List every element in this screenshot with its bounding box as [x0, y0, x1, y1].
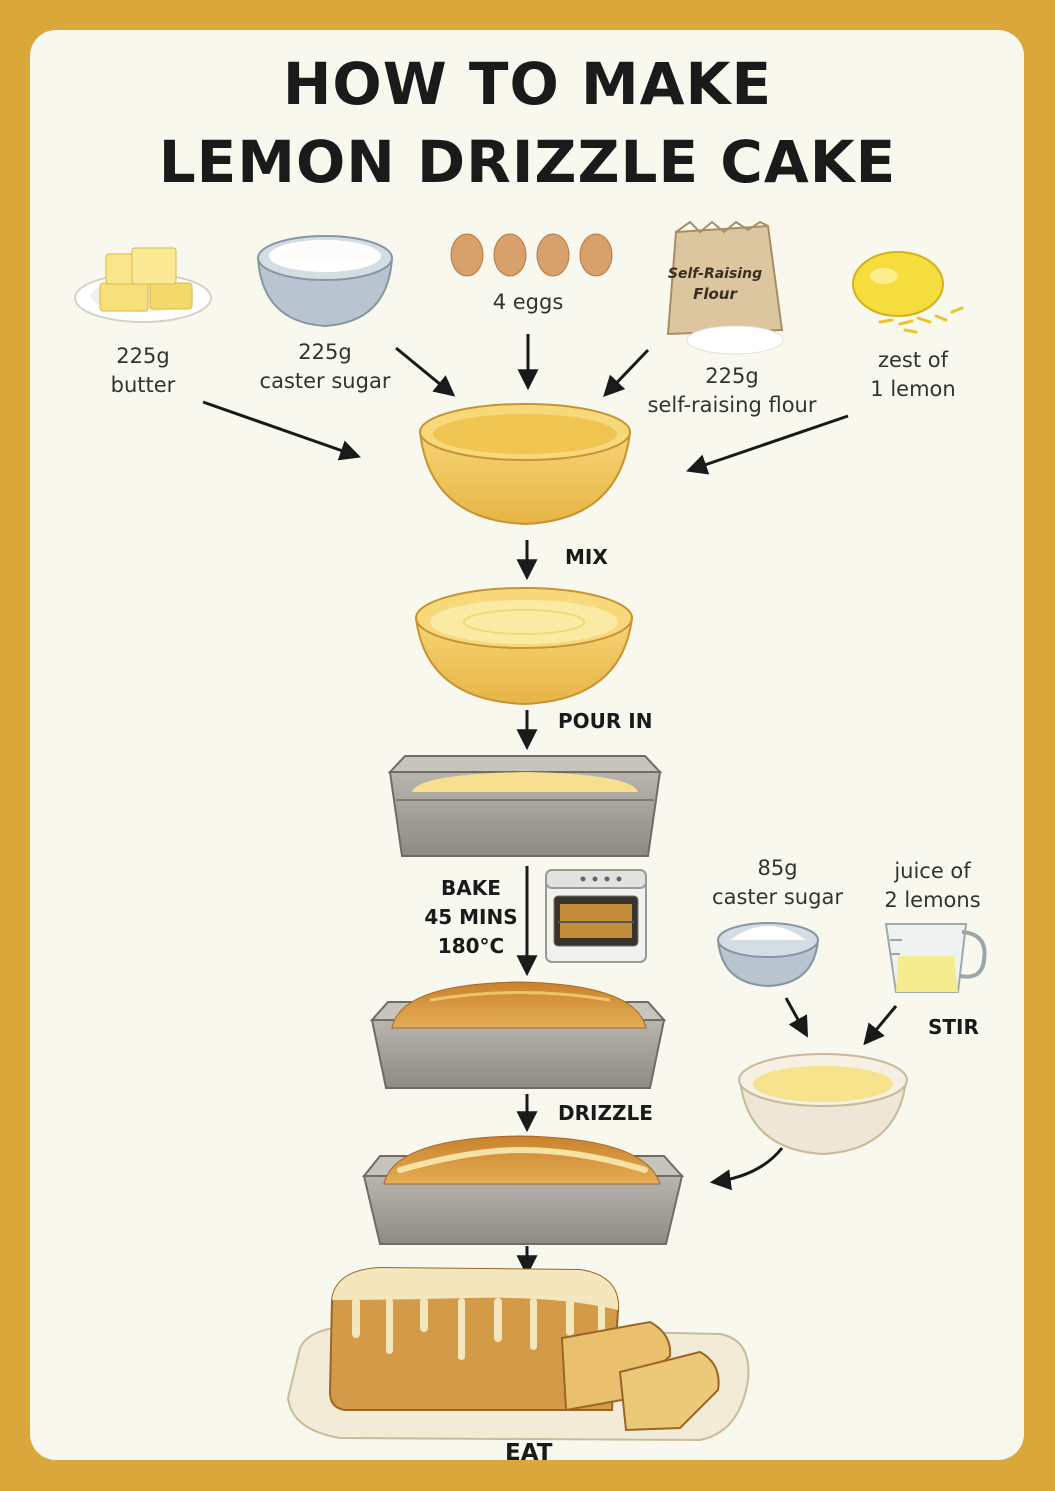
- step-eat: EAT: [505, 1440, 553, 1466]
- eggs-icon: [450, 233, 613, 277]
- loaf-tin-batter-icon: [387, 755, 663, 857]
- baked-cake-icon: [369, 981, 667, 1089]
- drizzle-sugar-bowl-icon: [716, 922, 820, 988]
- ingredient-qty: 225g: [705, 364, 759, 388]
- ingredient-arrows: [202, 334, 849, 475]
- ingredient-name: 2 lemons: [884, 888, 981, 912]
- ingredient-label-eggs: 4 eggs: [468, 288, 588, 317]
- ingredient-name: 1 lemon: [870, 377, 956, 401]
- step-drizzle: DRIZZLE: [558, 1101, 653, 1125]
- ingredient-qty: juice of: [894, 859, 971, 883]
- ingredient-label-butter: 225g butter: [83, 342, 203, 400]
- bake-time: 45 MINS: [424, 905, 518, 929]
- butter-icon: [74, 247, 212, 323]
- ingredient-qty: 85g: [757, 856, 798, 880]
- lemon-icon: [852, 251, 964, 334]
- ingredient-label-flour: 225g self-raising flour: [632, 362, 832, 420]
- batter-bowl-icon: [414, 587, 634, 706]
- page-title-line-2: LEMON DRIZZLE CAKE: [158, 128, 897, 196]
- ingredient-name: caster sugar: [259, 369, 391, 393]
- bake-label: BAKE: [441, 876, 501, 900]
- measuring-jug-icon: [884, 923, 987, 993]
- sliced-cake-icon: [286, 1266, 750, 1442]
- step-mix: MIX: [565, 545, 608, 569]
- page-title-line-1: HOW TO MAKE: [282, 50, 773, 118]
- ingredient-name: 4 eggs: [492, 290, 564, 314]
- sugar-bowl-icon: [256, 235, 394, 328]
- drizzle-label-sugar: 85g caster sugar: [700, 854, 855, 912]
- ingredient-name: butter: [110, 373, 176, 397]
- step-stir: STIR: [928, 1015, 979, 1039]
- step-bake: BAKE 45 MINS 180°C: [418, 874, 524, 961]
- mixing-bowl-icon: [418, 403, 632, 526]
- bake-temperature: 180°C: [437, 934, 505, 958]
- ingredient-label-lemon-zest: zest of 1 lemon: [848, 346, 978, 404]
- stir-arrows: [784, 997, 898, 1046]
- flour-bag-label: Flour: [693, 285, 738, 303]
- step-pour-in: POUR IN: [558, 709, 653, 733]
- oven-icon: [545, 869, 647, 963]
- flour-bag-label: Self-Raising: [668, 266, 762, 282]
- ingredient-name: caster sugar: [712, 885, 843, 909]
- drizzled-cake-icon: [361, 1135, 685, 1245]
- ingredient-name: self-raising flour: [647, 393, 817, 417]
- ingredient-label-caster-sugar: 225g caster sugar: [245, 338, 405, 396]
- ingredient-qty: 225g: [116, 344, 170, 368]
- ingredient-qty: zest of: [877, 348, 949, 372]
- flour-bag-icon: Self-Raising Flour: [666, 220, 784, 355]
- glaze-bowl-icon: [738, 1053, 908, 1156]
- drizzle-label-lemon-juice: juice of 2 lemons: [870, 857, 995, 915]
- drizzle-arrow: [709, 1147, 784, 1191]
- ingredient-qty: 225g: [298, 340, 352, 364]
